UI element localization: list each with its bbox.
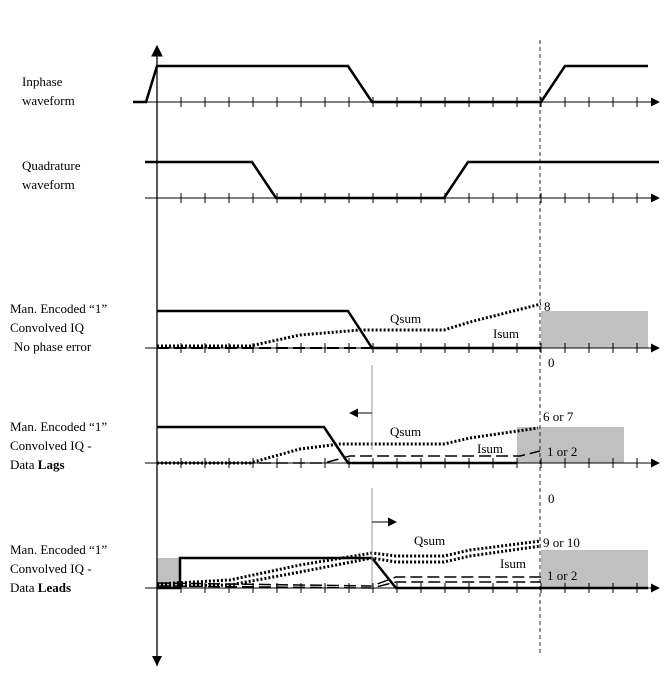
quadrature-waveform [145,160,659,200]
no-error-qsum-label: Qsum [390,311,422,326]
lags-top-value: 6 or 7 [543,409,574,424]
leads-qsum-label: Qsum [414,533,446,548]
label-lags-bold: Lags [37,457,65,472]
label-lags-prefix: Data [10,457,38,472]
label-lags-line2: Convolved IQ - [10,438,92,453]
leads-bottom-value: 1 or 2 [547,568,578,583]
label-no-error: Man. Encoded “1” Convolved IQ No phase e… [10,299,107,356]
leads-top-value: 9 or 10 [543,535,580,550]
label-lags-line1: Man. Encoded “1” [10,419,108,434]
label-leads-line1: Man. Encoded “1” [10,542,108,557]
lags-isum-label: Isum [477,441,503,456]
lags-bottom-value: 1 or 2 [547,444,578,459]
gap-zero-value: 0 [548,491,555,506]
label-lags-line3: Data Lags [10,455,107,474]
no-error-bottom-value: 0 [548,355,555,370]
leads-qsum-curve-b [156,544,542,588]
no-error-top-value: 8 [544,299,551,314]
lags-data-waveform [157,425,517,465]
time-axis-down-arrow [152,656,162,666]
inphase-waveform [133,64,648,104]
shade-leads [541,550,648,588]
shade-lags [517,427,624,463]
lags-isum-curve [157,450,541,464]
label-leads-bold: Leads [37,580,72,595]
label-no-error-line3: No phase error [14,339,92,354]
label-quadrature-line1: Quadrature [22,158,81,173]
lags-qsum-label: Qsum [390,424,422,439]
label-no-error-line1: Man. Encoded “1” [10,301,108,316]
no-error-qsum-curve [157,302,542,348]
label-inphase: Inphase waveform [22,72,75,110]
label-leads-prefix: Data [10,580,38,595]
shade-no-error [541,311,648,348]
leads-isum-label: Isum [500,556,526,571]
label-quadrature-line2: waveform [22,177,75,192]
no-error-isum-label: Isum [493,326,519,341]
leads-isum-curve-b [156,581,541,589]
label-leads-line3: Data Leads [10,578,107,597]
label-no-error-line2: Convolved IQ [10,320,85,335]
label-leads: Man. Encoded “1” Convolved IQ - Data Lea… [10,540,107,597]
leads-isum-curve-a [156,576,541,587]
label-inphase-line2: waveform [22,93,75,108]
leads-qsum-curve-a [156,539,542,586]
label-lags: Man. Encoded “1” Convolved IQ - Data Lag… [10,417,107,474]
shade-leads-left [157,558,179,588]
label-inphase-line1: Inphase [22,74,63,89]
label-quadrature: Quadrature waveform [22,156,80,194]
label-leads-line2: Convolved IQ - [10,561,92,576]
